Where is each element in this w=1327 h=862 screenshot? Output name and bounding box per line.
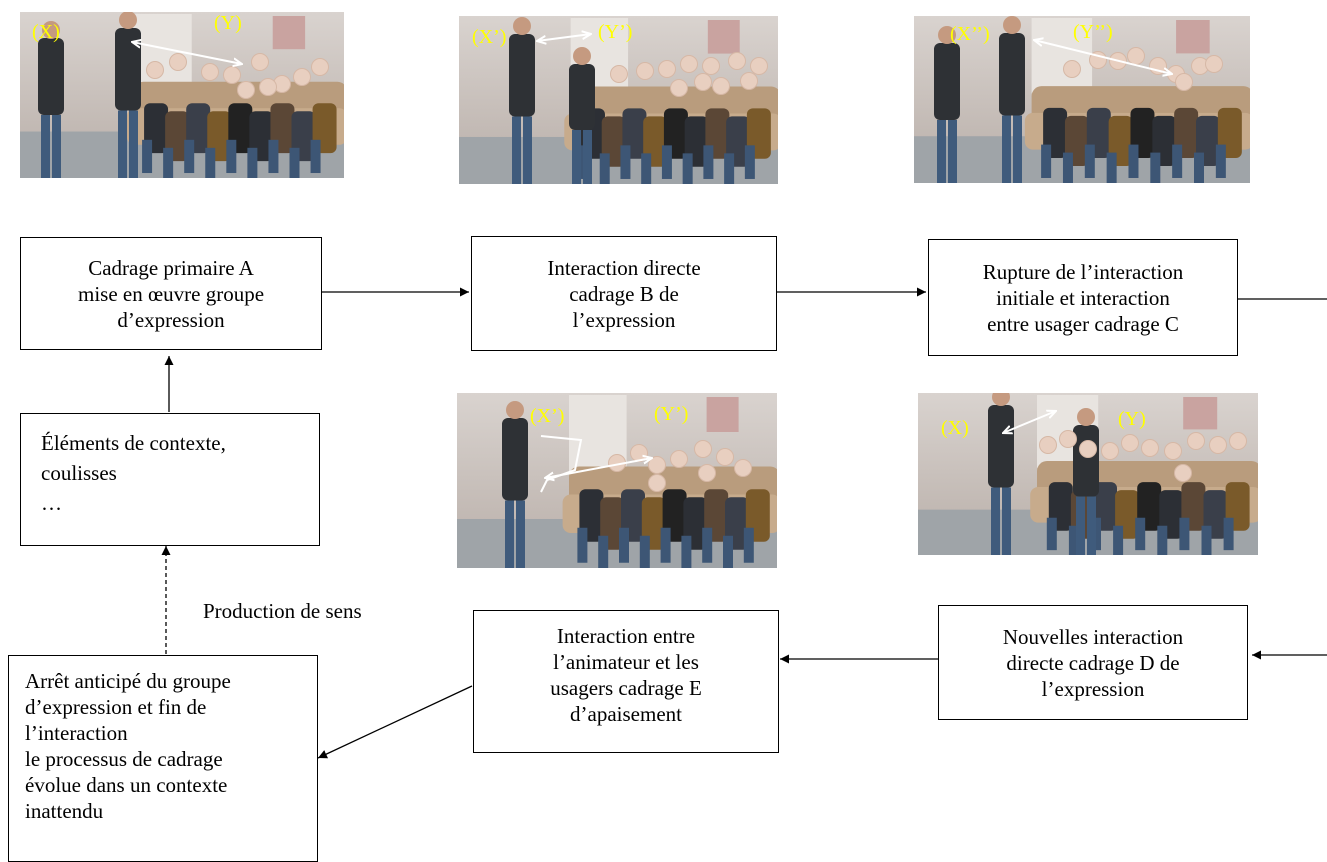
- box-contexte-line-2: coulisses: [41, 461, 117, 485]
- box-cadrage-b-line-1: Interaction directe: [547, 255, 701, 280]
- photo-4-scene: [457, 393, 777, 568]
- box-cadrage-d-line-1: Nouvelles interaction: [1002, 624, 1184, 649]
- photo-1-scene: [20, 12, 344, 178]
- box-cadrage-e-line-3: usagers cadrage E: [550, 676, 702, 700]
- photo-5-label-x: (X): [941, 417, 969, 439]
- box-cadrage-b-line-2: cadrage B de: [569, 281, 679, 306]
- box-cadrage-d-line-2: directe cadrage D de: [1006, 650, 1180, 675]
- box-arret-line-6: inattendu: [25, 799, 104, 823]
- box-cadrage-a-line-3: d’expression: [117, 307, 225, 332]
- photo-2: [459, 16, 778, 184]
- box-arret-line-5: évolue dans un contexte: [25, 773, 228, 797]
- photo-3-scene: [914, 16, 1250, 183]
- box-cadrage-e-line-2: l’animateur et les: [553, 650, 699, 674]
- box-arret-line-2: d’expression et fin de: [25, 695, 207, 719]
- box-cadrage-e: Interaction entre l’animateur et les usa…: [473, 610, 779, 753]
- box-cadrage-c-line-3: entre usager cadrage C: [987, 311, 1179, 336]
- photo-2-scene: [459, 16, 778, 184]
- box-contexte-line-3: …: [41, 491, 62, 515]
- production-de-sens-label: Production de sens: [203, 599, 362, 623]
- photo-5: [918, 393, 1258, 555]
- box-contexte-line-1: Éléments de contexte,: [41, 431, 226, 455]
- photo-5-label-y: (Y): [1118, 408, 1146, 430]
- photo-4: [457, 393, 777, 568]
- box-arret: Arrêt anticipé du groupe d’expression et…: [8, 655, 318, 862]
- box-cadrage-c-line-2: initiale et interaction: [996, 285, 1170, 310]
- photo-1: [20, 12, 344, 178]
- box-cadrage-a-line-1: Cadrage primaire A: [88, 255, 254, 280]
- box-cadrage-d: Nouvelles interaction directe cadrage D …: [938, 605, 1248, 720]
- box-arret-line-3: l’interaction: [25, 721, 128, 745]
- arrow-e-to-arret: [317, 685, 473, 759]
- box-cadrage-a-line-2: mise en œuvre groupe: [77, 281, 265, 306]
- box-arret-line-1: Arrêt anticipé du groupe: [25, 669, 231, 693]
- photo-1-label-y: (Y): [214, 12, 242, 34]
- photo-2-label-x: (X’): [472, 26, 507, 48]
- photo-1-label-x: (X): [32, 21, 60, 43]
- box-arret-line-4: le processus de cadrage: [25, 747, 223, 771]
- photo-3: [914, 16, 1250, 183]
- box-contexte: Éléments de contexte, coulisses …: [20, 413, 320, 546]
- photo-5-scene: [918, 393, 1258, 555]
- box-cadrage-b: Interaction directe cadrage B de l’expre…: [471, 236, 777, 351]
- photo-2-label-y: (Y’): [598, 21, 633, 43]
- box-cadrage-d-line-3: l’expression: [1041, 676, 1145, 701]
- box-cadrage-e-line-1: Interaction entre: [556, 624, 696, 648]
- box-cadrage-c: Rupture de l’interaction initiale et int…: [928, 239, 1238, 356]
- box-cadrage-c-line-1: Rupture de l’interaction: [982, 259, 1184, 284]
- box-cadrage-a: Cadrage primaire A mise en œuvre groupe …: [20, 237, 322, 350]
- photo-3-label-x: (X’’): [950, 23, 990, 45]
- photo-3-label-y: (Y’’): [1073, 21, 1113, 43]
- box-cadrage-b-line-3: l’expression: [572, 307, 676, 332]
- box-cadrage-e-line-4: d’apaisement: [570, 702, 682, 726]
- photo-4-label-y: (Y’): [654, 403, 689, 425]
- photo-4-label-x: (X’): [530, 405, 565, 427]
